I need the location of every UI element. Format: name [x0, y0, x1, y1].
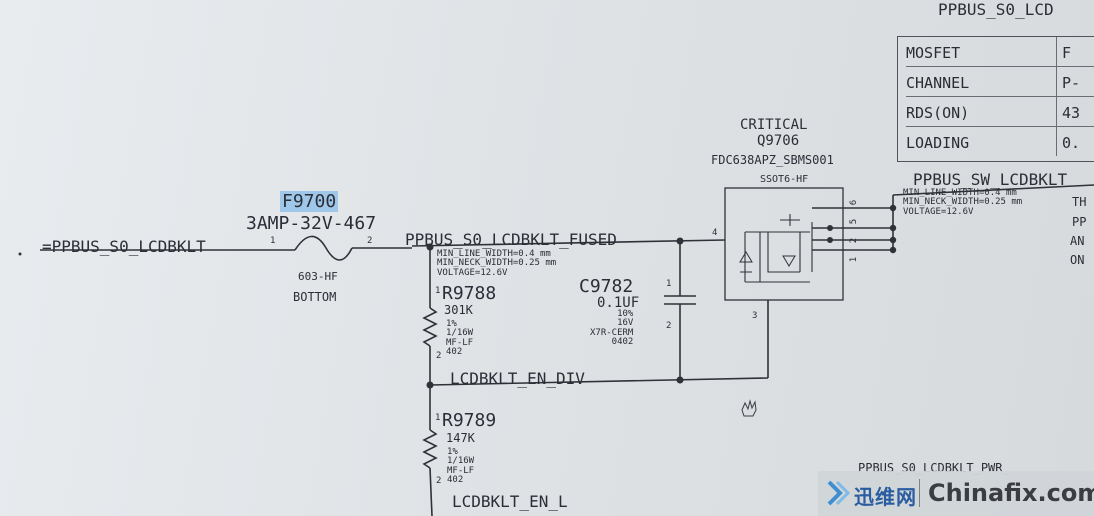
- side-note: PP: [1072, 215, 1087, 229]
- q9706-pin4: 4: [712, 228, 718, 238]
- junction-dot: [426, 243, 434, 251]
- switched-net-attributes: MIN_LINE_WIDTH=0.4 mm MIN_NECK_WIDTH=0.2…: [903, 188, 1023, 217]
- q9706-pin5: 5: [849, 218, 860, 225]
- table-cell-value: 43: [1062, 104, 1081, 122]
- input-net-label[interactable]: =PPBUS_S0_LCDBKLT: [42, 237, 206, 256]
- table-cell-label: RDS(ON): [906, 104, 970, 122]
- switched-net-label[interactable]: PPBUS_SW_LCDBKLT: [913, 170, 1068, 189]
- r9789-symbol: [422, 429, 438, 469]
- table-cell-label: MOSFET: [906, 44, 961, 62]
- mosfet-properties-table: MOSFET F CHANNEL P- RDS(ON) 43 LOADING 0…: [897, 36, 1094, 162]
- table-cell-value: F: [1062, 44, 1072, 62]
- table-row: LOADING 0.: [906, 127, 1094, 156]
- table-cell-label: LOADING: [906, 134, 970, 152]
- junction-dot: [676, 376, 684, 384]
- r9788-pin2: 2: [436, 351, 442, 361]
- junction-dot: [676, 237, 684, 245]
- q9706-body: [724, 187, 844, 301]
- q9706-pin6: 6: [849, 199, 860, 206]
- fuse-value: 3AMP-32V-467: [246, 213, 377, 234]
- q9706-part: FDC638APZ_SBMS001: [711, 153, 834, 167]
- side-note: TH: [1072, 195, 1087, 209]
- watermark-divider: [919, 479, 920, 507]
- chevron-logo-icon: [827, 480, 851, 506]
- r9788-pin1: 1: [435, 286, 441, 296]
- side-note: ON: [1070, 253, 1085, 267]
- table-row: CHANNEL P-: [906, 67, 1094, 97]
- c9782-refdes[interactable]: C9782: [579, 276, 634, 297]
- r9789-refdes[interactable]: R9789: [442, 410, 497, 431]
- c9782-value: 0.1UF: [597, 295, 640, 311]
- junction-dot: [889, 204, 897, 212]
- fused-net-wire: [411, 239, 726, 247]
- r9789-pin1: 1: [435, 413, 441, 423]
- table-row: RDS(ON) 43: [906, 97, 1094, 127]
- r9788-specs: 1% 1/16W MF-LF 402: [446, 319, 474, 358]
- junction-dot: [827, 237, 833, 243]
- c9782-pin2: 2: [666, 321, 672, 331]
- fuse-pin2: 2: [367, 236, 373, 246]
- q9706-package: SSOT6-HF: [760, 174, 809, 185]
- fuse-footprint: 603-HF: [298, 270, 338, 283]
- table-cell-label: CHANNEL: [906, 74, 970, 92]
- fuse-refdes[interactable]: F9700: [280, 191, 339, 212]
- c9782-pin1: 1: [666, 279, 672, 289]
- r9788-refdes[interactable]: R9788: [442, 283, 497, 304]
- en-div-net-label[interactable]: LCDBKLT_EN_DIV: [450, 369, 585, 388]
- watermark: 迅维网 Chinafix.com: [818, 471, 1094, 516]
- fused-net-attributes: MIN_LINE_WIDTH=0.4 mm MIN_NECK_WIDTH=0.2…: [437, 249, 557, 278]
- watermark-cn-text: 迅维网: [854, 485, 917, 509]
- en-l-net-label[interactable]: LCDBKLT_EN_L: [452, 492, 568, 511]
- page-marker-dot: [18, 252, 22, 256]
- en-div-wire: [429, 377, 769, 386]
- q9706-refdes[interactable]: Q9706: [757, 133, 800, 149]
- r9789-specs: 1% 1/16W MF-LF 402: [447, 447, 475, 486]
- r9789-pin2: 2: [436, 476, 442, 486]
- q9706-pin2: 2: [849, 237, 860, 244]
- c9782-specs: 10% 16V X7R-CERM 0402: [590, 309, 634, 348]
- r9788-value: 301K: [444, 303, 473, 317]
- q9706-tag: CRITICAL: [740, 117, 808, 133]
- q9706-pin3: 3: [752, 311, 758, 321]
- fuse-side: BOTTOM: [293, 290, 337, 304]
- watermark-en-text: Chinafix.com: [928, 479, 1094, 507]
- table-row: MOSFET F: [906, 37, 1094, 67]
- hand-cursor-icon: [741, 399, 757, 417]
- side-note: AN: [1070, 234, 1085, 248]
- junction-dot: [889, 246, 897, 254]
- r9788-symbol: [422, 307, 438, 347]
- r9789-value: 147K: [446, 431, 475, 445]
- junction-dot: [426, 381, 434, 389]
- fuse-symbol: [294, 235, 353, 261]
- junction-dot: [827, 225, 833, 231]
- fused-net-label[interactable]: PPBUS_S0_LCDBKLT_FUSED: [405, 230, 617, 249]
- table-cell-value: P-: [1062, 74, 1081, 92]
- q9706-pin1: 1: [849, 256, 860, 263]
- fuse-pin1: 1: [270, 236, 276, 246]
- top-net-label[interactable]: PPBUS_S0_LCD: [938, 0, 1054, 19]
- junction-dot: [889, 224, 897, 232]
- table-cell-value: 0.: [1062, 134, 1081, 152]
- junction-dot: [889, 236, 897, 244]
